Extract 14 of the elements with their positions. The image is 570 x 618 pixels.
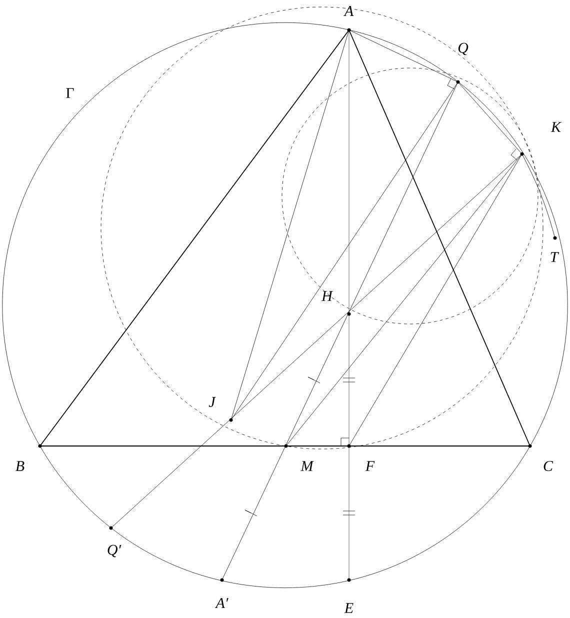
point-label: B xyxy=(16,461,24,471)
point-label: A′ xyxy=(214,598,228,608)
point-label: Q′ xyxy=(108,544,122,558)
point-label: E xyxy=(344,603,354,613)
point-label: C xyxy=(544,460,554,472)
point-label: H xyxy=(321,291,334,301)
point-label: F xyxy=(365,461,375,471)
point-label: K xyxy=(550,122,562,132)
point-label: Q xyxy=(458,42,468,56)
point-label: J xyxy=(208,397,216,407)
point-label: T xyxy=(550,252,560,262)
point-label: Γ xyxy=(66,88,74,98)
point-label: M xyxy=(300,461,314,471)
point-label: A xyxy=(344,6,354,16)
